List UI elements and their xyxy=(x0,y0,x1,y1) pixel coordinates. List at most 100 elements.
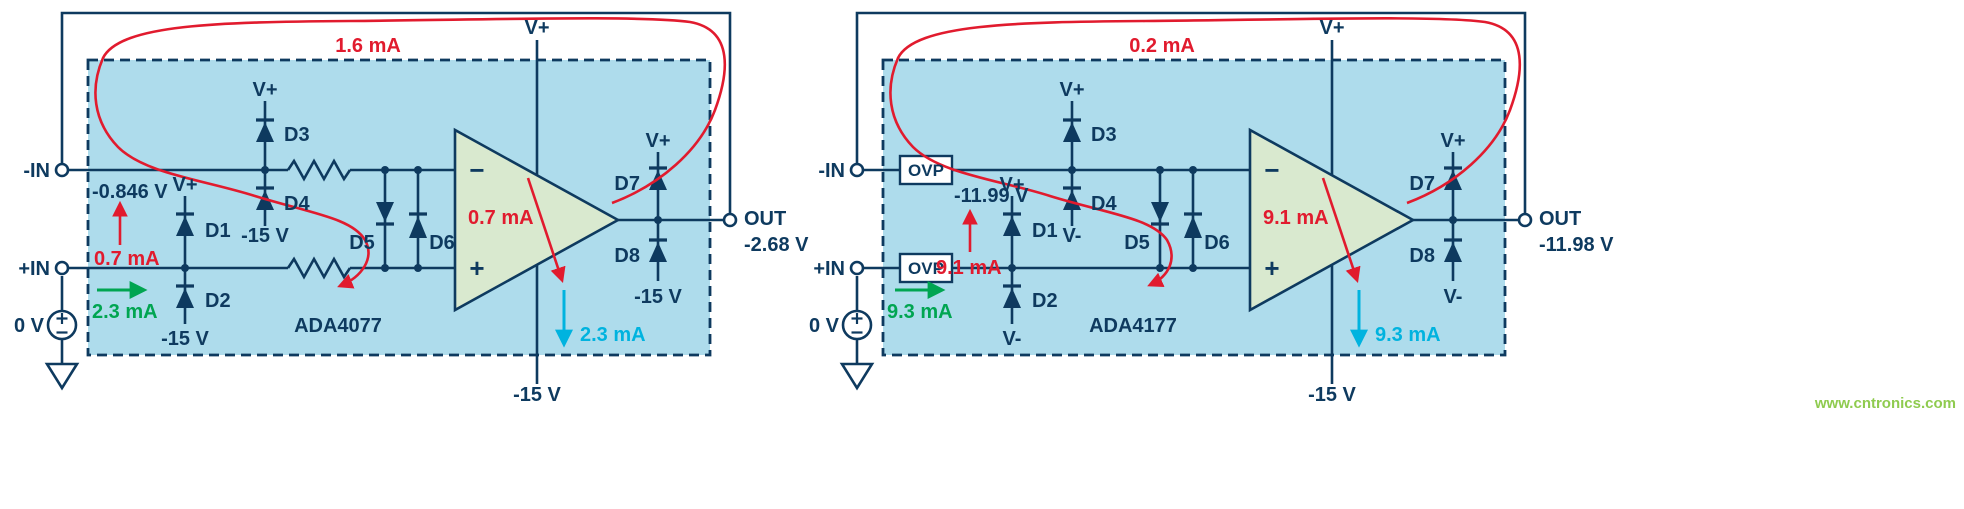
neg-input-label: -IN xyxy=(23,160,50,182)
output-voltage-label: -2.68 V xyxy=(744,234,809,256)
chip-label: ADA4177 xyxy=(1089,315,1177,337)
output-current-label: 9.3 mA xyxy=(1375,324,1441,346)
loop-current-arrow xyxy=(94,17,727,289)
d3-rail-label: V+ xyxy=(1059,79,1084,101)
source-current-label: 9.3 mA xyxy=(887,301,953,323)
neg-input-current-label: 9.1 mA xyxy=(936,257,1002,279)
opamp-current-label: 0.7 mA xyxy=(468,207,534,229)
junction-dot xyxy=(414,264,422,272)
opamp-current-arrow xyxy=(526,177,566,283)
diode-d1 xyxy=(1003,216,1021,236)
ground-symbol xyxy=(44,362,80,391)
d1-label: D1 xyxy=(205,220,231,242)
diode-d8 xyxy=(649,242,667,262)
diode-d3 xyxy=(256,122,274,142)
voltage-source xyxy=(46,309,78,341)
output-voltage-label: -11.98 V xyxy=(1539,234,1614,256)
source-voltage-label: 0 V xyxy=(14,315,45,337)
ic-boundary-box xyxy=(86,58,712,357)
pos-input-terminal xyxy=(849,260,865,276)
loop-current-label: 1.6 mA xyxy=(335,35,401,57)
watermark: www.cntronics.com xyxy=(1814,395,1956,412)
d1-rail-label: V+ xyxy=(999,174,1024,196)
output-label: OUT xyxy=(1539,208,1581,230)
d7-rail-label: V+ xyxy=(1440,130,1465,152)
circuit-ada4177: − + 0.2 mA V+ -15 V -IN OVP OVP -11.99 V… xyxy=(809,11,1614,406)
d3-label: D3 xyxy=(284,124,310,146)
d6-label: D6 xyxy=(429,232,455,254)
diode-d2 xyxy=(176,288,194,308)
d2-rail-label: -15 V xyxy=(161,328,209,350)
feedback-loop-wire xyxy=(60,11,732,214)
pos-input-resistor xyxy=(286,256,352,280)
loop-current-arrow xyxy=(889,17,1522,287)
junction-dot xyxy=(181,264,189,272)
d4-label: D4 xyxy=(1091,193,1117,215)
opamp-minus-input: − xyxy=(1264,155,1279,185)
d8-rail-label: V- xyxy=(1444,286,1463,308)
voltage-source xyxy=(841,309,873,341)
d2-label: D2 xyxy=(1032,290,1058,312)
d8-label: D8 xyxy=(614,245,640,267)
output-terminal xyxy=(1517,212,1533,228)
junction-dot xyxy=(1156,264,1164,272)
pos-input-terminal xyxy=(54,260,70,276)
diode-d6 xyxy=(409,216,427,238)
d5-label: D5 xyxy=(1124,232,1150,254)
diode-d1 xyxy=(176,216,194,236)
diode-d4 xyxy=(1063,190,1081,210)
d6-label: D6 xyxy=(1204,232,1230,254)
neg-input-voltage: -0.846 V xyxy=(92,181,168,203)
neg-input-label: -IN xyxy=(818,160,845,182)
pos-input-label: +IN xyxy=(18,258,50,280)
d7-rail-label: V+ xyxy=(645,130,670,152)
junction-dot xyxy=(1189,264,1197,272)
opamp-triangle xyxy=(453,127,621,313)
d2-rail-label: V- xyxy=(1003,328,1022,350)
junction-dot xyxy=(1189,166,1197,174)
junction-dot xyxy=(381,166,389,174)
d8-rail-label: -15 V xyxy=(634,286,682,308)
d5-label: D5 xyxy=(349,232,375,254)
vminus-label: -15 V xyxy=(513,384,561,406)
feedback-loop-wire xyxy=(855,11,1527,214)
output-terminal xyxy=(722,212,738,228)
pos-input-label: +IN xyxy=(813,258,845,280)
d1-rail-label: V+ xyxy=(172,174,197,196)
opamp-triangle xyxy=(1248,127,1416,313)
output-label: OUT xyxy=(744,208,786,230)
opamp-minus-input: − xyxy=(469,155,484,185)
junction-dot xyxy=(1068,166,1076,174)
source-voltage-label: 0 V xyxy=(809,315,840,337)
circuit-ada4077: − + 1.6 mA V+ -15 V -IN -0.846 V 0.7 mA … xyxy=(14,11,809,406)
d4-rail-label: -15 V xyxy=(241,225,289,247)
source-current-label: 2.3 mA xyxy=(92,301,158,323)
junction-dot xyxy=(1008,264,1016,272)
junction-dot xyxy=(381,264,389,272)
d4-label: D4 xyxy=(284,193,310,215)
opamp-current-arrow xyxy=(1321,177,1361,283)
junction-dot xyxy=(414,166,422,174)
diode-d2 xyxy=(1003,288,1021,308)
diode-d8 xyxy=(1444,242,1462,262)
opamp-current-label: 9.1 mA xyxy=(1263,207,1329,229)
neg-input-voltage: -11.99 V xyxy=(954,185,1029,207)
vminus-label: -15 V xyxy=(1308,384,1356,406)
d7-label: D7 xyxy=(614,173,640,195)
ovp-block-pos-input xyxy=(898,252,954,284)
neg-input-terminal xyxy=(849,162,865,178)
opamp-plus-input: + xyxy=(1264,253,1279,283)
d8-label: D8 xyxy=(1409,245,1435,267)
ovp-label-pos: OVP xyxy=(908,259,944,278)
junction-dot xyxy=(1156,166,1164,174)
diode-d6 xyxy=(1184,216,1202,238)
ovp-label-neg: OVP xyxy=(908,161,944,180)
d3-label: D3 xyxy=(1091,124,1117,146)
d7-label: D7 xyxy=(1409,173,1435,195)
opamp-plus-input: + xyxy=(469,253,484,283)
diode-d3 xyxy=(1063,122,1081,142)
diode-d5 xyxy=(376,202,394,222)
chip-label: ADA4077 xyxy=(294,315,382,337)
d4-rail-label: V- xyxy=(1063,225,1082,247)
